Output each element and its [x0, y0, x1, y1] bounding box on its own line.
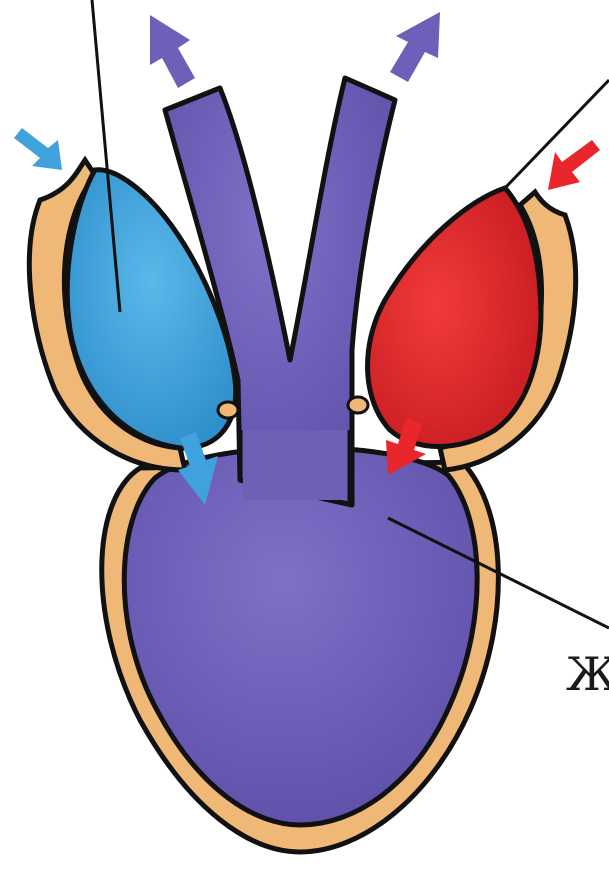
trunk-ventricle-merge: [243, 430, 349, 500]
ventricle-label: Ж: [566, 647, 609, 701]
arrow-out-right-artery-icon: [390, 12, 440, 82]
arrow-in-left-atrium-icon: [14, 128, 62, 170]
right-valve: [348, 397, 368, 413]
left-valve: [218, 402, 238, 418]
arrow-in-right-atrium-icon: [548, 140, 600, 190]
arrow-out-left-artery-icon: [150, 15, 195, 88]
right-atrium-oxygenated: [368, 188, 541, 447]
